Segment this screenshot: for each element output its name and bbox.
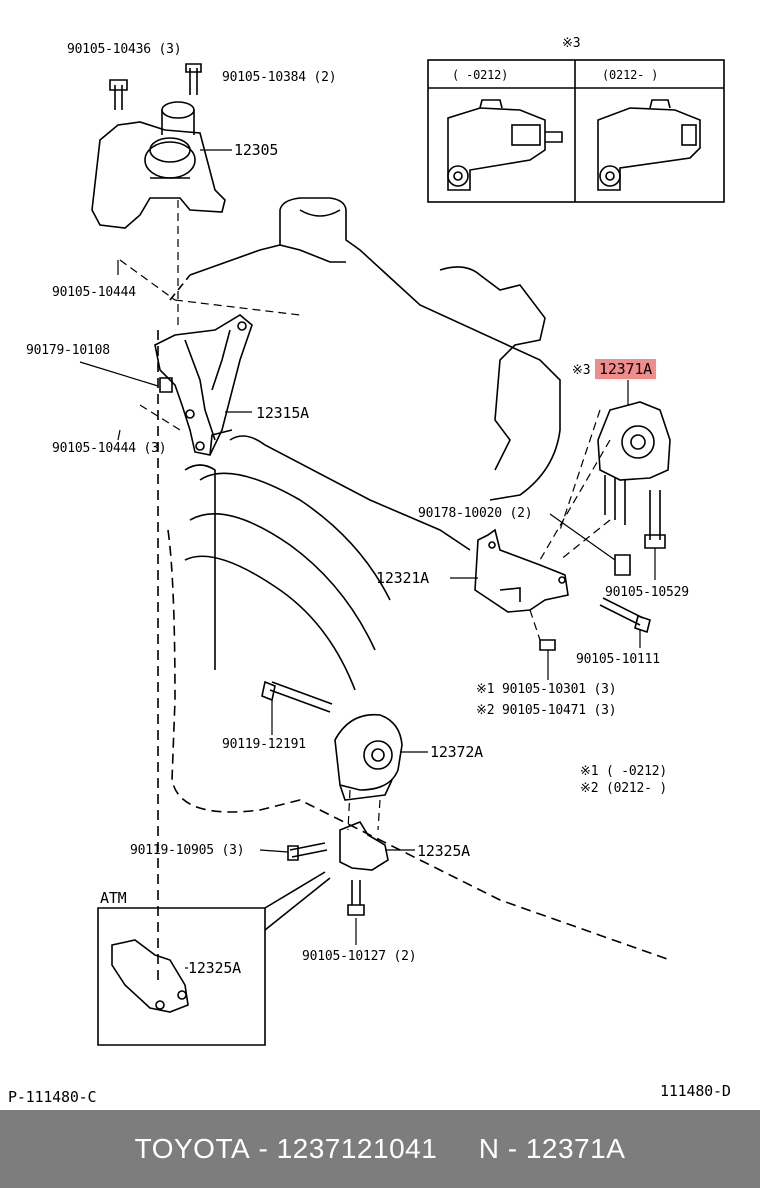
diagram-drawing <box>79 59 725 1046</box>
parts-diagram: 90105-10436 (3) 90105-10384 (2) 12305 90… <box>8 36 731 1106</box>
bracket-12325A <box>287 821 389 916</box>
label-90119-12191: 90119-12191 <box>222 737 306 752</box>
label-90119-10905: 90119-10905 (3) <box>130 843 245 858</box>
footer-part-number: 1237121041 <box>276 1133 438 1164</box>
assembly-lines <box>119 200 611 831</box>
label-12321A: 12321A <box>376 569 429 587</box>
footer-brand: TOYOTA <box>134 1133 251 1164</box>
label-12371A-highlighted: 12371A <box>595 359 656 379</box>
label-90105-10444-a: 90105-10444 <box>52 285 136 300</box>
part-footer-bar: TOYOTA - 1237121041 N - 12371A <box>0 1110 760 1188</box>
bracket-12321A <box>474 528 651 651</box>
label-90105-10127: 90105-10127 (2) <box>302 949 417 964</box>
diagram-code-right: 111480-D <box>660 1082 731 1100</box>
footer-part-code: 12371A <box>525 1133 626 1164</box>
label-90179-10108: 90179-10108 <box>26 343 110 358</box>
engine-outline <box>157 197 671 980</box>
label-90105-10384: 90105-10384 (2) <box>222 70 337 85</box>
label-12305: 12305 <box>234 141 279 159</box>
legend-note1: ※1 ( -0212) <box>580 764 667 779</box>
footer-n-prefix: N <box>478 1133 500 1164</box>
legend-note2: ※2 (0212- ) <box>580 781 667 796</box>
label-90105-10529: 90105-10529 <box>605 585 689 600</box>
label-note2-part: ※2 90105-10471 (3) <box>476 703 617 718</box>
label-atm-12325A: 12325A <box>188 959 241 977</box>
label-12325A: 12325A <box>417 842 470 860</box>
label-12371A-prefix: ※3 <box>572 363 591 378</box>
label-90105-10444-b: 90105-10444 (3) <box>52 441 167 456</box>
label-90178-10020: 90178-10020 (2) <box>418 506 533 521</box>
inset-label-left: ( -0212) <box>452 68 509 82</box>
inset-title: ※3 <box>562 36 581 51</box>
label-12315A: 12315A <box>256 404 309 422</box>
footer-gap <box>437 1133 478 1165</box>
mount-12305 <box>91 63 226 229</box>
label-12372A: 12372A <box>430 743 483 761</box>
leader-lines <box>79 149 656 969</box>
diagram-code-left: P-111480-C <box>8 1088 97 1106</box>
bracket-12315A <box>154 314 253 456</box>
mount-12371A <box>597 401 671 576</box>
label-90105-10111: 90105-10111 <box>576 652 660 667</box>
inset-label-right: (0212- ) <box>602 68 659 82</box>
label-90105-10436: 90105-10436 (3) <box>67 42 182 57</box>
footer-separator-2: - <box>499 1133 526 1164</box>
atm-inset <box>97 871 331 1046</box>
footer-separator: - <box>250 1133 277 1164</box>
label-atm: ATM <box>100 889 127 907</box>
label-note1-part: ※1 90105-10301 (3) <box>476 682 617 697</box>
inset-box <box>427 59 725 203</box>
